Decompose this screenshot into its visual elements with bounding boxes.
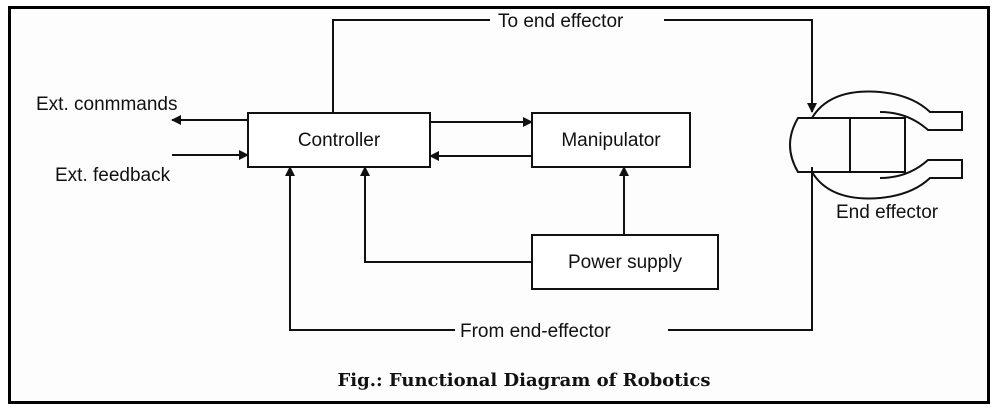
to-end-effector-line-left [332, 19, 490, 113]
controller-label: Controller [298, 130, 381, 151]
end-effector-gripper [789, 90, 963, 200]
controller-box [247, 112, 431, 168]
manipulator-box [531, 112, 691, 168]
from-end-effector-line-left [285, 166, 455, 331]
ext-feedback-label: Ext. feedback [55, 165, 171, 186]
to-end-effector-line-right [664, 19, 817, 113]
power-supply-box [531, 234, 719, 290]
diagram-frame [8, 6, 990, 404]
to-end-effector-label: To end effector [498, 11, 624, 32]
power-supply-label: Power supply [568, 252, 683, 273]
from-end-effector-line-right [668, 167, 813, 331]
power-to-controller-arrow [360, 166, 532, 263]
ext-commands-label: Ext. conmmands [36, 94, 178, 115]
manipulator-label: Manipulator [561, 130, 661, 151]
figure-caption: Fig.: Functional Diagram of Robotics [338, 370, 711, 391]
end-effector-label: End effector [836, 202, 939, 223]
from-end-effector-label: From end-effector [460, 321, 611, 342]
